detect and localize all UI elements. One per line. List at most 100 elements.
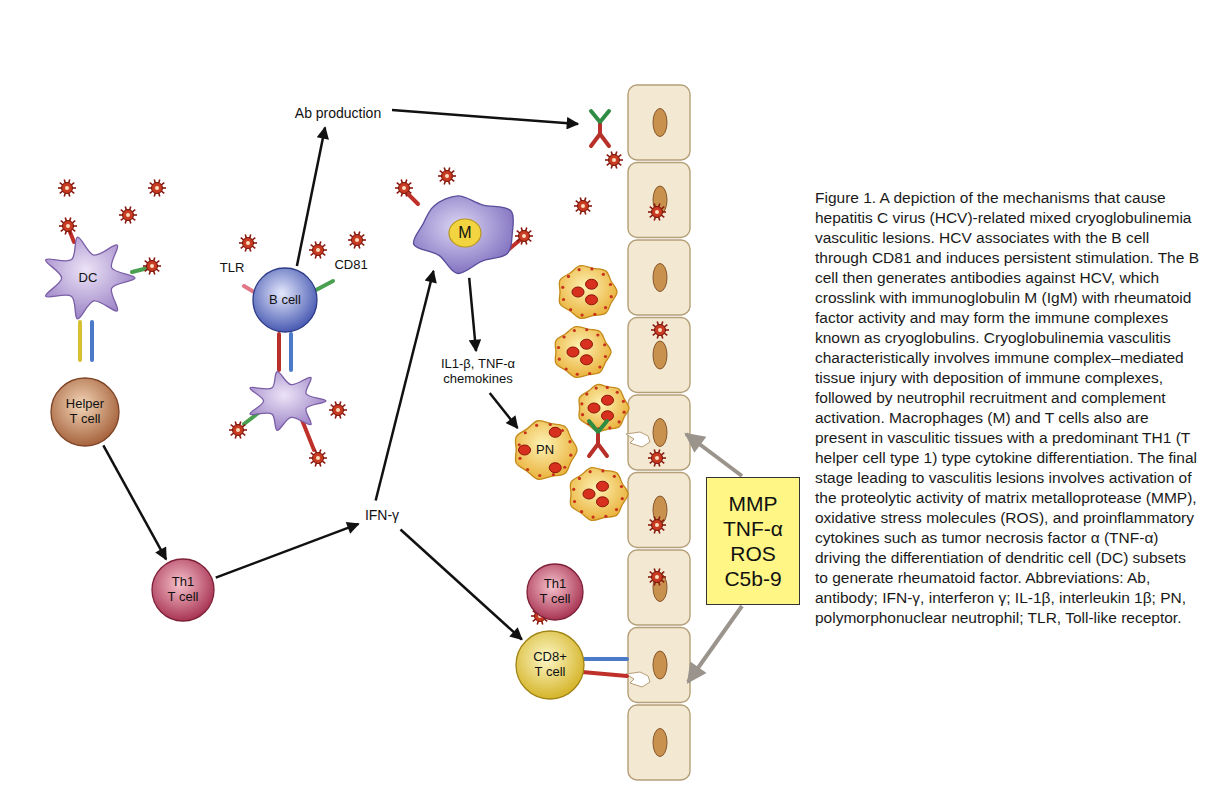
- cd8-t-cell: CD8+ T cell: [515, 630, 585, 700]
- granule: [606, 386, 609, 389]
- endothelial-nucleus: [653, 729, 667, 757]
- hcv-virion: [574, 197, 592, 214]
- hcv-virion: [651, 321, 669, 338]
- neutrophil: PN: [512, 419, 578, 481]
- granule: [604, 306, 607, 309]
- hcv-virion: [395, 179, 413, 196]
- node-text: PN: [536, 443, 554, 458]
- granule: [573, 329, 576, 332]
- granule: [596, 333, 599, 336]
- granule: [524, 431, 527, 434]
- hcv-virion: [648, 203, 666, 220]
- granule: [623, 411, 626, 414]
- signal-arrow: [490, 393, 518, 428]
- receptor: [582, 672, 627, 676]
- hcv-virion: [143, 257, 161, 274]
- granule: [604, 515, 607, 518]
- th1-t-cell: Th1 T cell: [151, 558, 215, 622]
- cell-membrane: [516, 631, 584, 699]
- neutrophil: [559, 266, 617, 319]
- nucleus-lobe: [519, 445, 531, 455]
- granule: [578, 477, 581, 480]
- hcv-virion: [148, 179, 166, 196]
- macrophage-nucleus: [449, 219, 481, 247]
- endothelial-nucleus: [653, 109, 667, 137]
- granule: [602, 273, 605, 276]
- mediator-box: MMP TNF-α ROS C5b-9: [706, 477, 800, 605]
- granule: [588, 372, 591, 375]
- injury-arrow: [688, 606, 742, 682]
- granule: [576, 373, 579, 376]
- pn-membrane: [555, 326, 611, 377]
- granule: [538, 474, 541, 477]
- endothelial-nucleus: [653, 419, 667, 447]
- granule: [518, 457, 521, 460]
- granule: [610, 295, 613, 298]
- pn-membrane: [515, 421, 577, 480]
- node-text: Ab production: [295, 105, 381, 121]
- granule: [622, 400, 625, 403]
- nucleus-lobe: [586, 295, 598, 305]
- hcv-virion: [648, 516, 666, 533]
- cell-membrane: [152, 559, 214, 621]
- granule: [589, 470, 592, 473]
- granule: [552, 473, 555, 476]
- hcv-virion: [648, 568, 666, 585]
- nucleus-lobe: [597, 481, 609, 491]
- granule: [603, 343, 606, 346]
- node-text: B cell: [269, 293, 301, 308]
- hcv-virion: [605, 151, 623, 168]
- dendritic-cell: DC: [40, 235, 136, 321]
- granule: [572, 488, 575, 491]
- mac-membrane: [413, 196, 513, 274]
- endothelial-cell: [628, 550, 690, 625]
- hcv-virion: [239, 234, 257, 251]
- receptor: [78, 322, 82, 360]
- granule: [573, 500, 576, 503]
- node-text: Th1 T cell: [539, 577, 572, 607]
- granule: [563, 466, 566, 469]
- neutrophil: [555, 326, 611, 377]
- nucleus-lobe: [583, 489, 595, 499]
- node-text: MMP TNF-α ROS C5b-9: [720, 491, 786, 592]
- endothelial-cell: [628, 473, 690, 548]
- receptor: [244, 286, 254, 292]
- receptor-label: TLR: [220, 261, 245, 276]
- signal-arrow: [469, 278, 476, 351]
- granule: [590, 267, 593, 270]
- nucleus-lobe: [586, 279, 598, 289]
- granule: [620, 485, 623, 488]
- hcv-virion: [229, 421, 247, 438]
- granule: [578, 268, 581, 271]
- macrophage: M: [409, 191, 521, 275]
- neutrophil: [570, 468, 628, 521]
- granule: [581, 413, 584, 416]
- granule: [595, 386, 598, 389]
- granule: [549, 423, 552, 426]
- b-cell: B cell: [252, 267, 318, 333]
- granule: [561, 429, 564, 432]
- endothelial-nucleus: [653, 264, 667, 292]
- granule: [616, 391, 619, 394]
- granule: [562, 335, 565, 338]
- granule: [557, 346, 560, 349]
- nucleus-lobe: [588, 403, 600, 413]
- node-text: CD8+ T cell: [530, 650, 570, 680]
- receptor: [277, 334, 281, 370]
- granule: [585, 392, 588, 395]
- granule: [593, 313, 596, 316]
- hcv-virion: [648, 449, 666, 466]
- granule: [526, 468, 529, 471]
- endothelial-nucleus: [653, 651, 667, 679]
- immune-complex: [591, 111, 609, 146]
- receptor: [289, 334, 293, 370]
- signal-arrow: [103, 445, 166, 559]
- receptor-label: CD81: [334, 258, 367, 273]
- cell-membrane: [527, 564, 583, 620]
- cell-membrane: [253, 268, 317, 332]
- vessel-wall-break: [626, 432, 650, 447]
- th1-t-cell: Th1 T cell: [526, 563, 584, 621]
- granule: [615, 508, 618, 511]
- granule: [535, 424, 538, 427]
- endothelial-cell: [628, 628, 690, 703]
